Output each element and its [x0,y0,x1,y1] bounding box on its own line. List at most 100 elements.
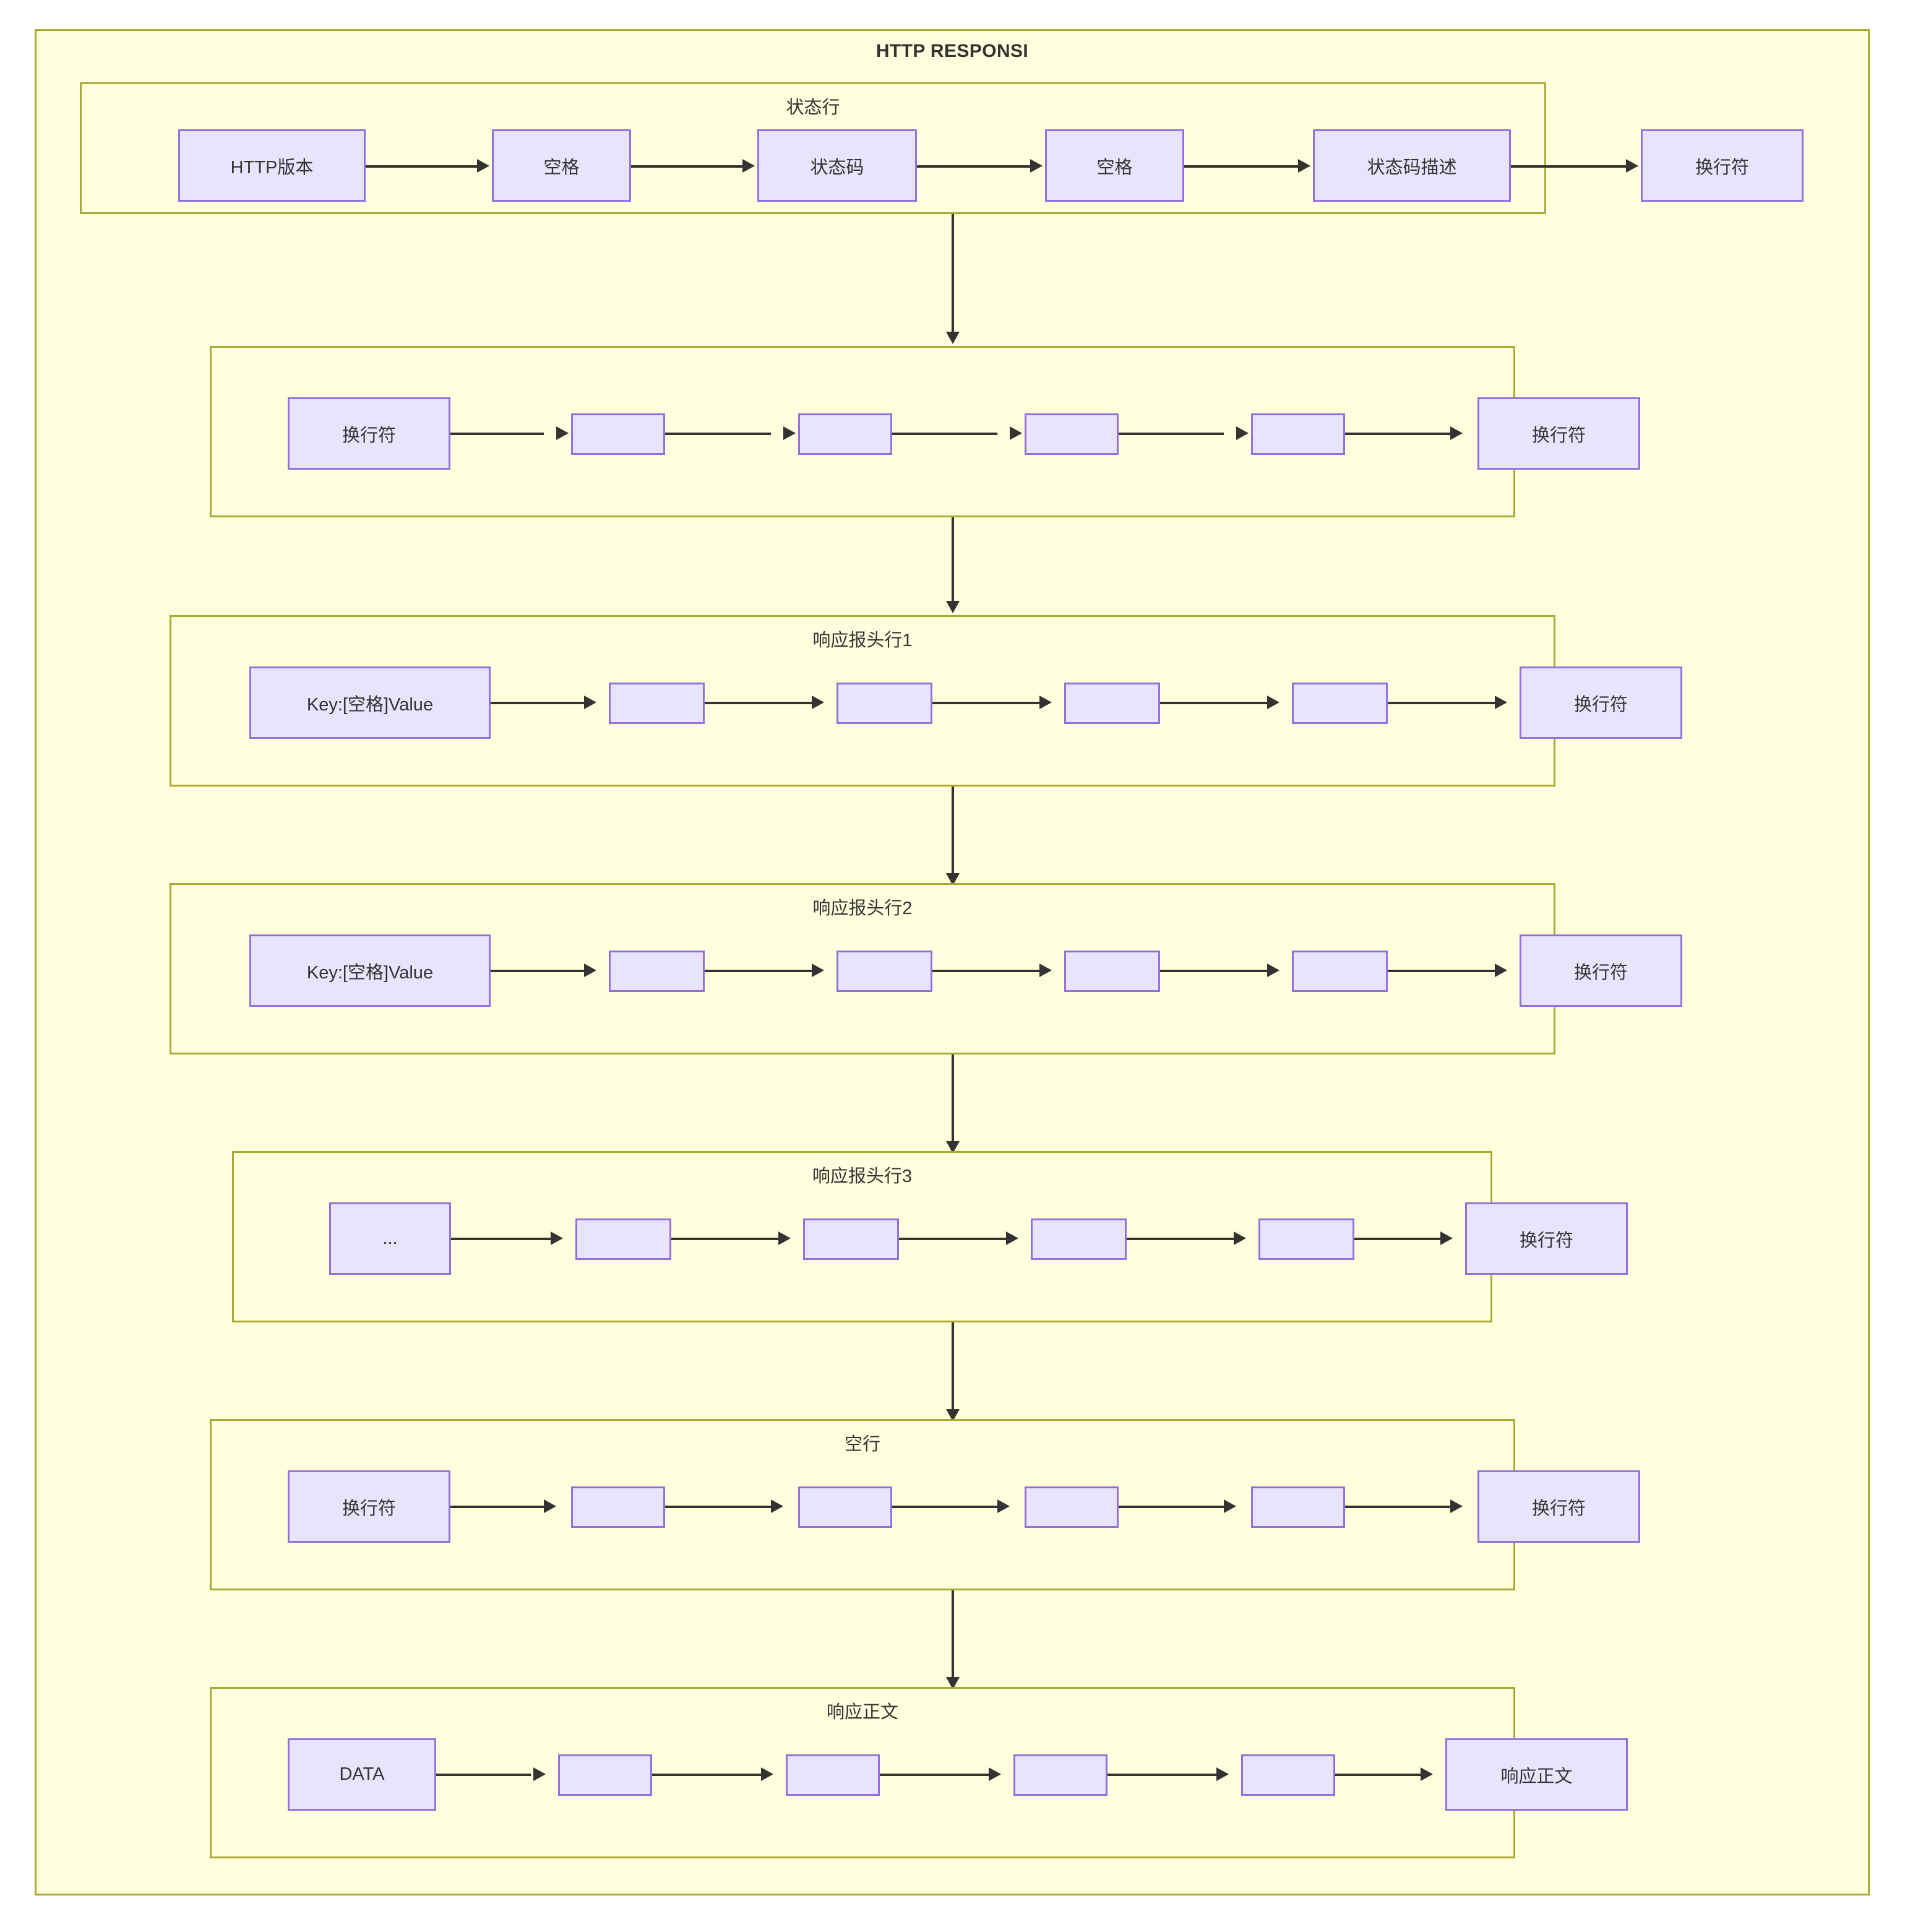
node-key-value-1[interactable]: Key:[空格]Value [249,666,491,739]
group-response-body: 响应正文 DATA 响应正文 [210,1687,1628,1858]
node-status-code[interactable]: 状态码 [757,129,917,202]
edge-g6-4 [1119,1506,1224,1508]
edge-g2-3 [892,433,997,435]
edge-g4-5 [1388,970,1495,972]
edge-g5-3 [899,1238,1006,1240]
arrowhead-g1-3 [1030,159,1043,173]
arrowhead-g2-1 [556,426,569,440]
edge-g3-1 [491,702,584,704]
node-row7-box4[interactable] [1013,1754,1107,1796]
node-row7-box5[interactable] [1241,1754,1335,1796]
group-blank-line: 空行 换行符 换行符 [210,1419,1640,1590]
arrowhead-g3-4 [1267,696,1279,709]
arrowhead-g6-1 [544,1499,556,1513]
arrowhead-g5-1 [551,1231,563,1245]
node-row2-box5[interactable] [1251,413,1345,455]
node-http-version[interactable]: HTTP版本 [178,129,366,202]
node-key-value-2[interactable]: Key:[空格]Value [249,934,491,1007]
node-row3-box5[interactable] [1292,683,1388,724]
edge-g2-2 [665,433,771,435]
arrowhead-g7-1 [533,1767,546,1781]
node-space-2[interactable]: 空格 [1045,129,1184,202]
arrowhead-g3-5 [1495,696,1507,709]
group-response-header-2-title: 响应报头行2 [812,899,913,918]
node-row5-box2[interactable] [575,1218,671,1260]
edge-g2-4 [1119,433,1224,435]
node-row6-box4[interactable] [1025,1486,1119,1528]
node-row6-box5[interactable] [1251,1486,1345,1528]
edge-g7-4 [1107,1774,1216,1776]
group-unnamed-row: 换行符 换行符 [210,346,1640,517]
edge-g1-2 [631,165,742,168]
node-space-1[interactable]: 空格 [492,129,631,202]
node-row3-box2[interactable] [609,683,705,724]
edge-group1-to-group2 [952,214,954,332]
node-row6-box3[interactable] [798,1486,892,1528]
node-row5-box4[interactable] [1031,1218,1127,1260]
arrowhead-g5-5 [1440,1231,1453,1245]
arrowhead-g1-1 [477,159,489,173]
arrowhead-g3-2 [812,696,824,709]
arrowhead-group1-to-group2 [946,332,960,344]
group-response-header-1-title: 响应报头行1 [812,631,913,650]
arrowhead-g7-4 [1216,1767,1229,1781]
edge-g6-1 [450,1506,544,1508]
node-row3-box4[interactable] [1064,683,1160,724]
edge-g4-3 [932,970,1039,972]
arrowhead-g2-3 [1010,426,1022,440]
arrowhead-g2-2 [783,426,796,440]
edge-g1-5 [1511,165,1626,168]
node-newline-row2-end[interactable]: 换行符 [1477,397,1640,470]
group-response-body-title: 响应正文 [826,1702,898,1722]
node-response-body-end[interactable]: 响应正文 [1445,1738,1628,1811]
edge-group5-to-group6 [952,1322,954,1409]
arrowhead-g7-5 [1421,1767,1433,1781]
node-ellipsis[interactable]: ... [329,1202,451,1275]
arrowhead-g5-4 [1234,1231,1246,1245]
arrowhead-group5-to-group6 [946,1409,960,1421]
node-newline-row4-end[interactable]: 换行符 [1520,934,1682,1007]
edge-g5-1 [451,1238,551,1240]
node-newline-row6-end[interactable]: 换行符 [1477,1470,1640,1543]
node-row7-box2[interactable] [558,1754,652,1796]
diagram-title: HTTP RESPONSI [875,41,1029,61]
diagram-root-container: HTTP RESPONSI 状态行 HTTP版本 空格 状态码 空格 状态码描述… [35,29,1870,1895]
node-row2-box3[interactable] [798,413,892,455]
node-row6-box2[interactable] [571,1486,665,1528]
node-data[interactable]: DATA [288,1738,436,1811]
arrowhead-group2-to-group3 [946,601,960,613]
edge-g1-1 [366,165,477,168]
edge-g3-5 [1388,702,1495,704]
node-row3-box3[interactable] [836,683,932,724]
edge-g4-4 [1160,970,1267,972]
node-row5-box3[interactable] [803,1218,899,1260]
edge-g5-5 [1354,1238,1440,1240]
node-newline-statusline[interactable]: 换行符 [1641,129,1804,202]
group-status-line-title: 状态行 [786,98,840,118]
node-newline-row5-end[interactable]: 换行符 [1465,1202,1628,1275]
node-newline-row2-start[interactable]: 换行符 [288,397,450,470]
node-row4-box5[interactable] [1292,951,1388,992]
group-response-header-2: 响应报头行2 Key:[空格]Value 换行符 [170,883,1682,1054]
node-row2-box4[interactable] [1025,413,1119,455]
group-response-header-1: 响应报头行1 Key:[空格]Value 换行符 [170,615,1682,787]
node-row2-box2[interactable] [571,413,665,455]
arrowhead-g6-2 [771,1499,783,1513]
node-row4-box3[interactable] [836,951,932,992]
node-newline-row3-end[interactable]: 换行符 [1520,666,1682,739]
edge-g4-1 [491,970,584,972]
edge-g7-3 [880,1774,989,1776]
node-status-text[interactable]: 状态码描述 [1313,129,1511,202]
edge-g3-2 [705,702,812,704]
node-row4-box4[interactable] [1064,951,1160,992]
arrowhead-g6-5 [1450,1499,1463,1513]
group-response-header-3: 响应报头行3 ... 换行符 [232,1151,1628,1322]
node-newline-row6-start[interactable]: 换行符 [288,1470,450,1543]
node-row5-box5[interactable] [1258,1218,1354,1260]
node-row4-box2[interactable] [609,951,705,992]
edge-g2-5 [1345,433,1450,435]
edge-g6-5 [1345,1506,1450,1508]
edge-g4-2 [705,970,812,972]
node-row7-box3[interactable] [786,1754,880,1796]
edge-g1-4 [1184,165,1298,168]
